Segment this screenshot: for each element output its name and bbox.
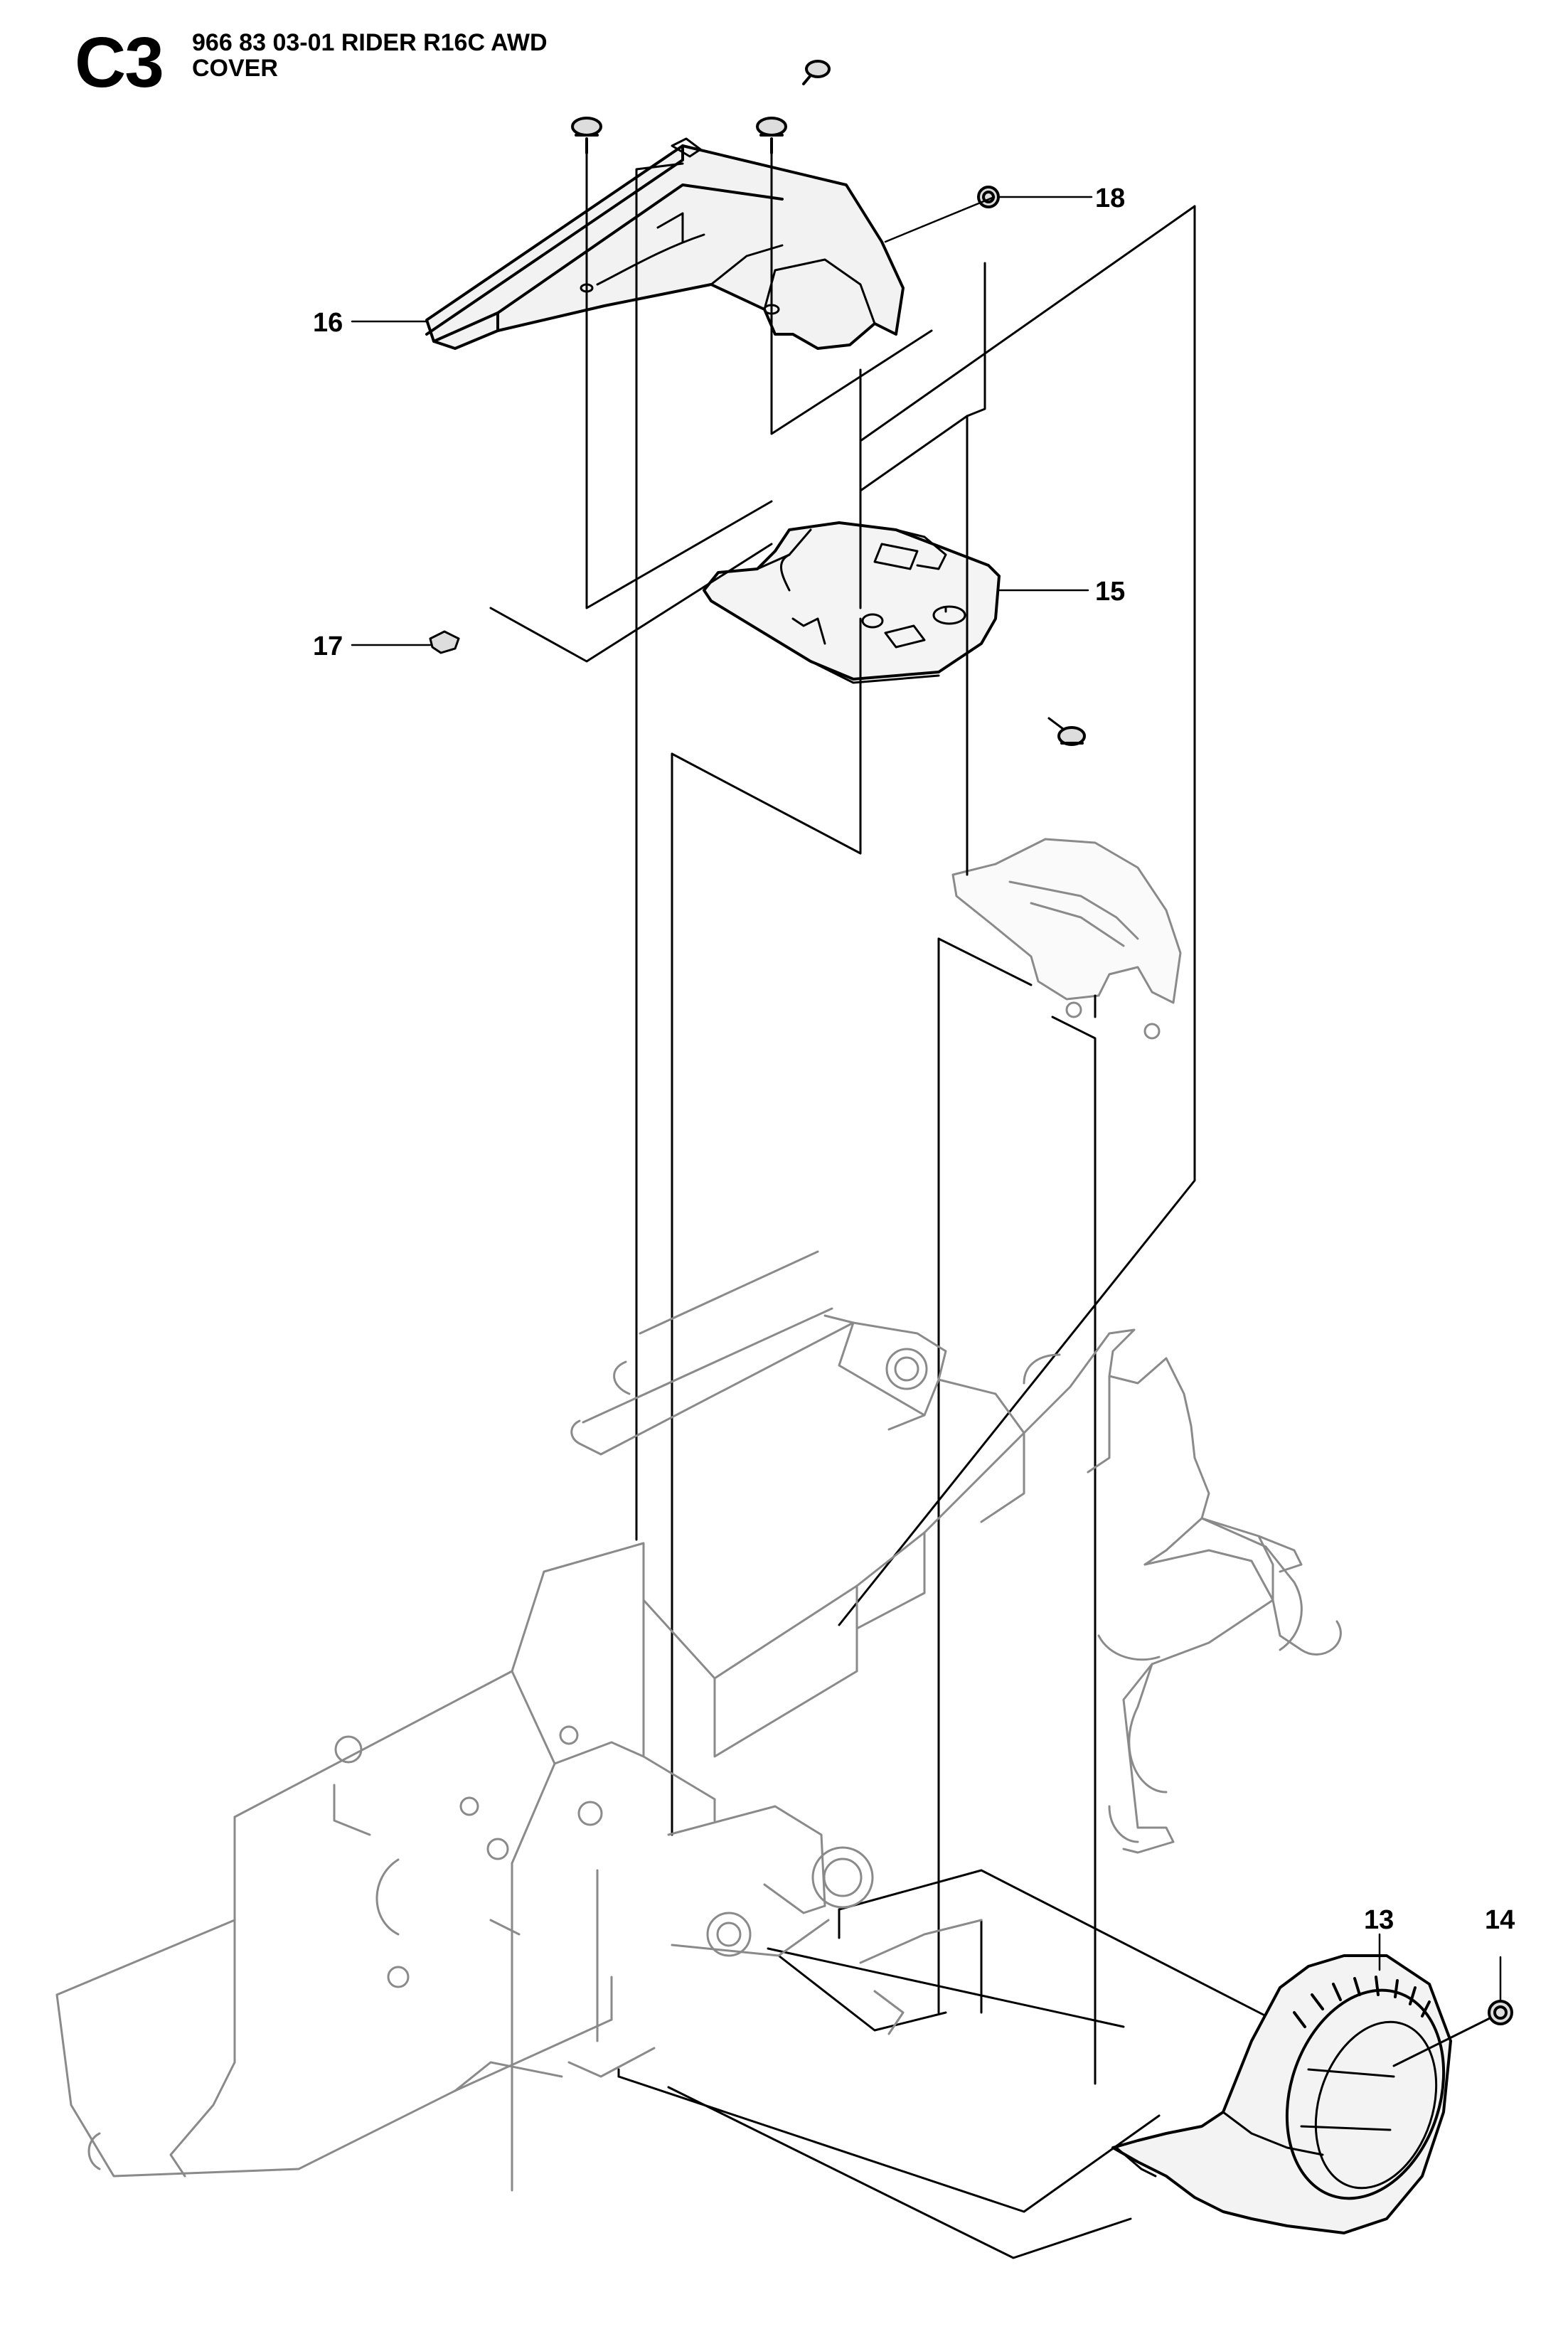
callout-13: 13 xyxy=(1364,1905,1394,1935)
title-line-part-number: 966 83 03-01 RIDER R16C AWD xyxy=(192,29,548,56)
steering-bracket xyxy=(951,838,1182,1040)
part-16-upper-cover xyxy=(425,137,905,350)
part-14-nut xyxy=(1392,2000,1513,2067)
leader-18-to-cover xyxy=(884,196,996,243)
part-16-screw-top xyxy=(802,60,831,85)
callout-14: 14 xyxy=(1485,1905,1515,1935)
callout-15: 15 xyxy=(1095,577,1125,607)
section-code: C3 xyxy=(75,23,164,102)
callout-labels: 16 18 15 17 13 14 xyxy=(313,183,1515,1935)
chassis-frame xyxy=(55,1250,1342,2192)
part-13-wheel-cover xyxy=(1111,1954,1452,2234)
part-15-lower-cover xyxy=(703,521,1001,684)
part-15-screw xyxy=(1047,717,1086,746)
part-16-screw-middle xyxy=(756,117,787,154)
callout-16: 16 xyxy=(313,308,343,338)
callout-17: 17 xyxy=(313,631,343,661)
assembly-lines xyxy=(489,151,1281,2259)
part-18-nut xyxy=(977,186,1000,208)
diagram-title: 966 83 03-01 RIDER R16C AWD COVER xyxy=(192,30,548,81)
leader-lines xyxy=(351,196,1502,2001)
part-16-screw-left xyxy=(571,117,602,154)
part-17-clip xyxy=(429,630,460,654)
title-line-assembly: COVER xyxy=(192,55,278,82)
callout-18: 18 xyxy=(1095,183,1125,213)
